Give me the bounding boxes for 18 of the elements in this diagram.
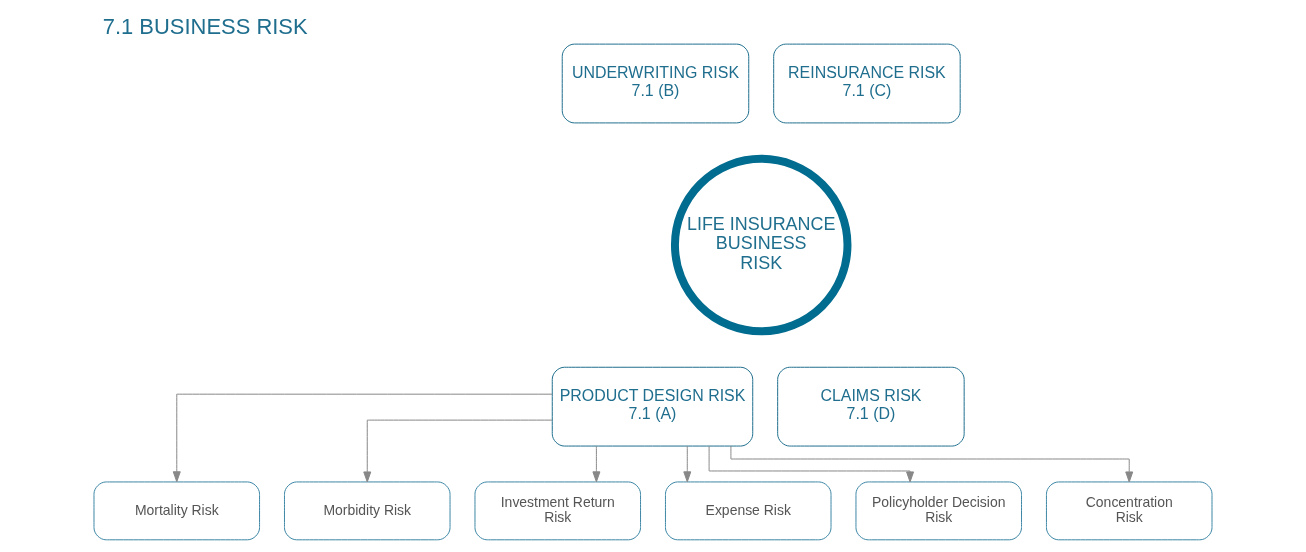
node-box: CLAIMS RISK 7.1 (D) <box>777 366 965 447</box>
node-box: Policyholder Decision Risk <box>855 481 1022 541</box>
node-box: PRODUCT DESIGN RISK 7.1 (A) <box>551 366 754 447</box>
arrow <box>592 445 601 483</box>
diagram-title: 7.1 BUSINESS RISK <box>102 13 308 39</box>
node-box: Investment Return Risk <box>474 481 642 541</box>
node-circle: LIFE INSURANCE BUSINESS RISK <box>670 154 852 336</box>
node-box: Morbidity Risk <box>284 481 451 541</box>
arrow <box>172 393 553 483</box>
arrow <box>683 445 692 483</box>
node-box: Mortality Risk <box>93 481 261 541</box>
arrow <box>730 445 1134 483</box>
arrow <box>708 445 915 483</box>
node-box: Concentration Risk <box>1045 481 1213 541</box>
arrow <box>363 419 553 483</box>
node-box: REINSURANCE RISK 7.1 (C) <box>773 43 961 124</box>
node-box: UNDERWRITING RISK 7.1 (B) <box>561 43 750 124</box>
node-box: Expense Risk <box>664 481 832 541</box>
